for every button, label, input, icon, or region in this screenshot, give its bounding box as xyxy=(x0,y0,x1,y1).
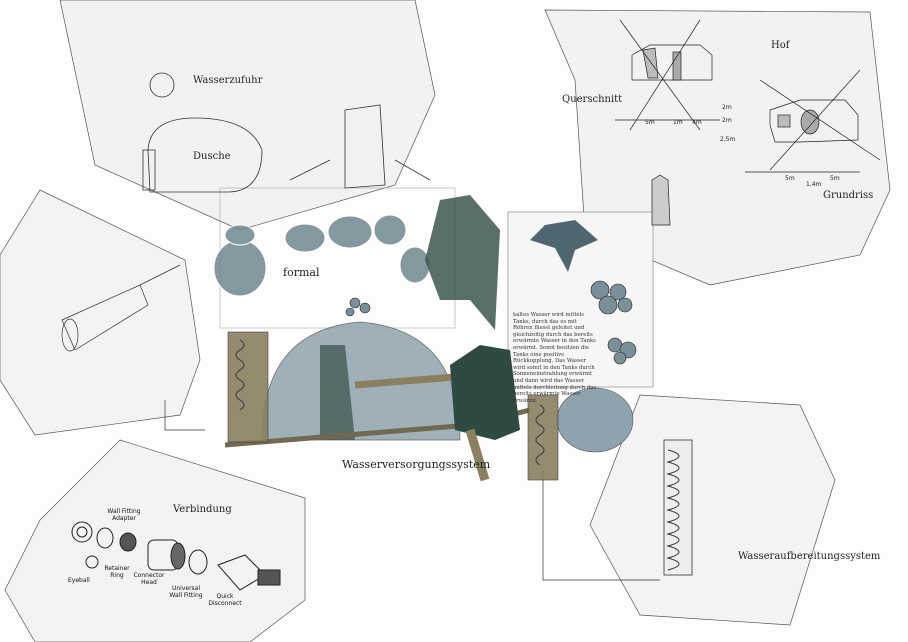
panel-sketch-left xyxy=(0,189,201,436)
part-eyeball: Eyeball xyxy=(68,577,90,584)
label-formal: formal xyxy=(283,266,320,279)
formal-stones xyxy=(213,214,431,297)
dim-section-right: 4m xyxy=(692,119,702,126)
dim-plan-mid: 1,4m xyxy=(806,181,822,188)
part-connector-head: Connector Head xyxy=(133,572,165,586)
part-universal-wall-fitting: Universal Wall Fitting xyxy=(169,585,203,599)
label-verbindung: Verbindung xyxy=(173,504,232,515)
dim-plan-v1: 2m xyxy=(722,104,732,111)
dim-section-left: 5m xyxy=(645,119,655,126)
treatment-tube xyxy=(663,439,693,576)
label-grundriss: Grundriss xyxy=(823,190,874,201)
tanks xyxy=(227,331,559,481)
panel-connector xyxy=(4,439,306,642)
label-dusche: Dusche xyxy=(193,151,231,162)
label-wasserversorgungssystem: Wasserversorgungssystem xyxy=(342,458,491,471)
panel-treatment xyxy=(589,394,836,626)
plan-sketches xyxy=(615,19,881,226)
pebbles xyxy=(345,280,637,365)
dim-plan-v3: 2,5m xyxy=(720,136,736,143)
part-retainer-ring: Retainer Ring xyxy=(104,565,130,579)
label-querschnitt: Querschnitt xyxy=(562,94,623,105)
dim-plan-right: 5m xyxy=(830,175,840,182)
panel-shower xyxy=(59,0,436,231)
dim-plan-v2: 2m xyxy=(722,117,732,124)
tube-sketch xyxy=(61,264,181,352)
dim-plan-left: 5m xyxy=(785,175,795,182)
dim-section-mid: 1m xyxy=(673,119,683,126)
part-quick-disconnect: Quick Disconnect xyxy=(208,593,242,607)
star-form xyxy=(530,220,598,272)
description-text: kaltes Wasser wird mittels Tanks, durch … xyxy=(513,312,597,404)
dark-form xyxy=(425,195,500,330)
part-wall-fitting-adapter: Wall Fitting Adapter xyxy=(107,508,141,522)
shower-sketch xyxy=(142,72,431,193)
connector-sketch xyxy=(71,521,281,591)
label-wasserzufuhr: Wasserzufuhr xyxy=(193,75,263,86)
label-wasseraufbereitungssystem: Wasseraufbereitungssystem xyxy=(738,551,881,562)
dark-tank xyxy=(450,345,520,440)
label-hof: Hof xyxy=(771,40,790,51)
